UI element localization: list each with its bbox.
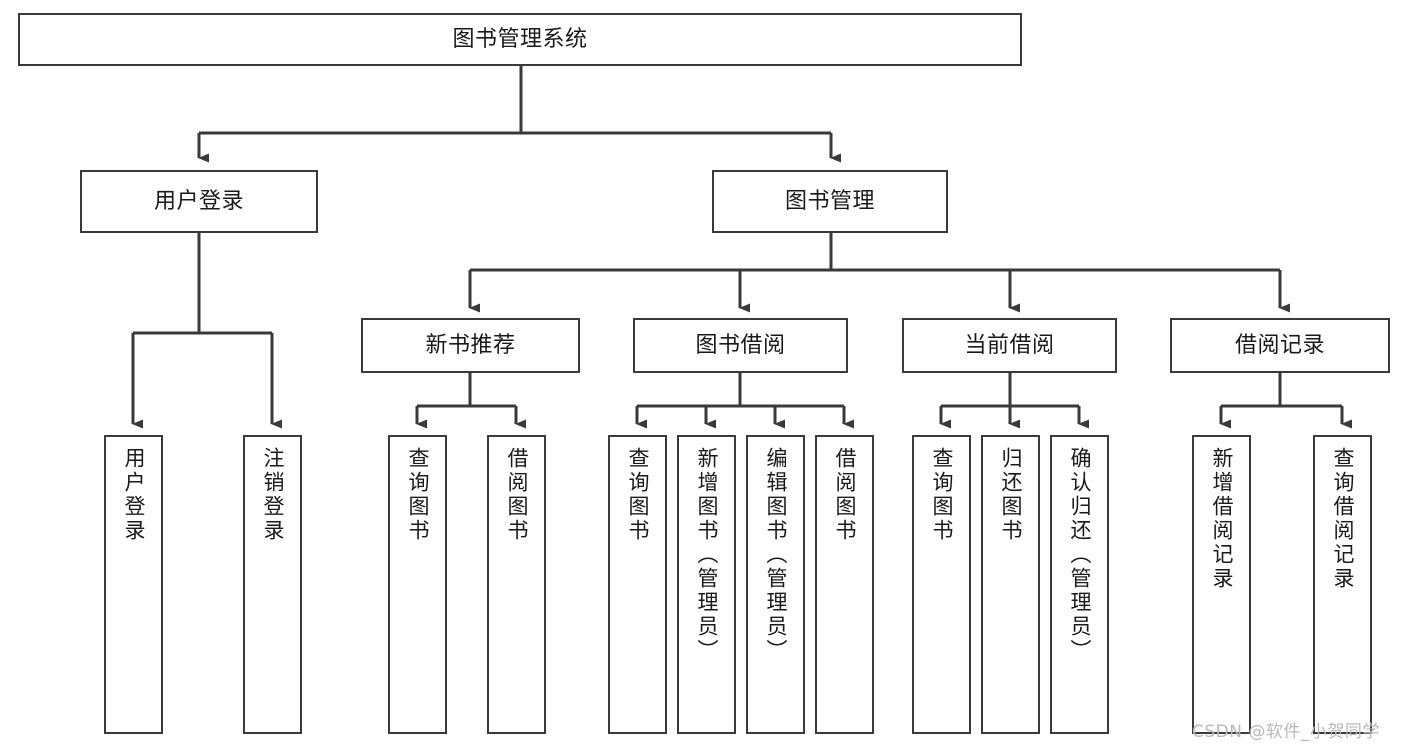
node-label: 新增图书（管理员）	[695, 447, 719, 663]
connectors-new-book	[415, 373, 526, 429]
leaf-borrow-record-add[interactable]: 新增借阅记录	[1192, 435, 1251, 734]
node-label: 确认归还（管理员）	[1068, 447, 1092, 663]
leaf-new-book-borrow[interactable]: 借阅图书	[487, 435, 546, 734]
node-label: 查询借阅记录	[1331, 447, 1355, 591]
node-borrow-record[interactable]: 借阅记录	[1170, 318, 1390, 373]
node-label: 用户登录	[153, 188, 244, 214]
leaf-user-login-signin[interactable]: 用户登录	[104, 435, 163, 734]
node-label: 归还图书	[999, 447, 1023, 543]
leaf-new-book-query[interactable]: 查询图书	[388, 435, 447, 734]
node-label: 借阅图书	[833, 447, 857, 543]
csdn-watermark: CSDN @软件_小贺同学	[1192, 722, 1380, 742]
node-user-login[interactable]: 用户登录	[80, 170, 318, 233]
leaf-borrow-record-query[interactable]: 查询借阅记录	[1313, 435, 1372, 734]
leaf-book-borrow-borrow[interactable]: 借阅图书	[815, 435, 874, 734]
leaf-book-borrow-query[interactable]: 查询图书	[608, 435, 667, 734]
node-new-book-recommend[interactable]: 新书推荐	[361, 318, 580, 373]
node-label: 新增借阅记录	[1210, 447, 1234, 591]
node-label: 图书借阅	[695, 332, 786, 358]
node-label: 查询图书	[406, 447, 430, 543]
node-label: 图书管理	[784, 188, 875, 214]
node-label: 注销登录	[261, 447, 285, 543]
node-label: 查询图书	[930, 447, 954, 543]
leaf-user-login-signout[interactable]: 注销登录	[243, 435, 302, 734]
connectors-book-borrow	[635, 373, 854, 429]
connectors-user-login	[131, 233, 282, 429]
node-label: 图书管理系统	[452, 26, 588, 52]
node-root-book-management-system[interactable]: 图书管理系统	[18, 13, 1022, 66]
leaf-current-borrow-confirm-return-admin[interactable]: 确认归还（管理员）	[1050, 435, 1109, 734]
node-label: 借阅记录	[1234, 332, 1325, 358]
connectors-book-manage	[468, 233, 1290, 313]
leaf-current-borrow-query[interactable]: 查询图书	[912, 435, 971, 734]
node-book-borrow[interactable]: 图书借阅	[633, 318, 848, 373]
node-label: 借阅图书	[505, 447, 529, 543]
node-label: 新书推荐	[425, 332, 516, 358]
node-label: 查询图书	[626, 447, 650, 543]
connectors-current-borrow	[939, 373, 1089, 429]
node-label: 用户登录	[122, 447, 146, 543]
node-book-management[interactable]: 图书管理	[712, 170, 948, 233]
leaf-current-borrow-return[interactable]: 归还图书	[981, 435, 1040, 734]
connectors-borrow-record	[1219, 373, 1352, 429]
leaf-book-borrow-add-admin[interactable]: 新增图书（管理员）	[677, 435, 736, 734]
node-label: 编辑图书（管理员）	[764, 447, 788, 663]
node-current-borrow[interactable]: 当前借阅	[902, 318, 1117, 373]
leaf-book-borrow-edit-admin[interactable]: 编辑图书（管理员）	[746, 435, 805, 734]
node-label: 当前借阅	[964, 332, 1055, 358]
connectors-root	[197, 66, 841, 163]
